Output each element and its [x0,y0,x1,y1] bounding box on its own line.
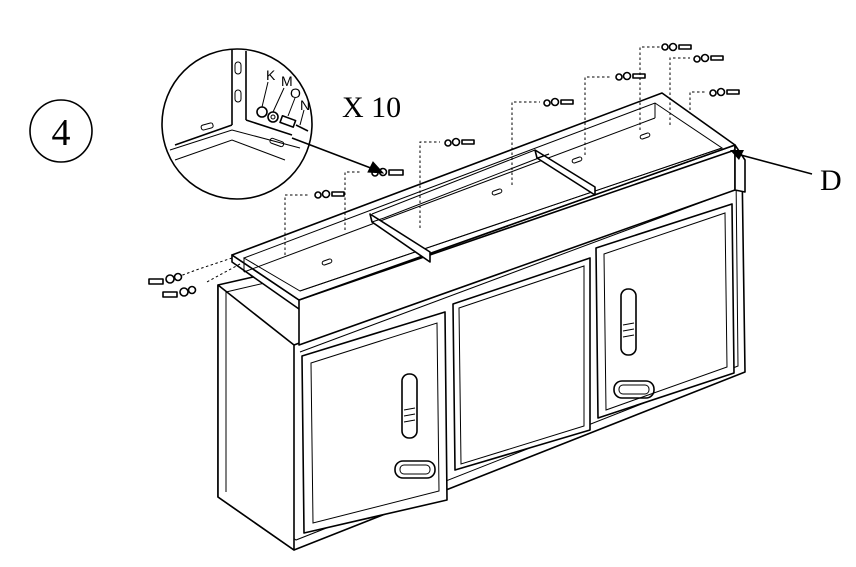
top-frame [231,92,746,346]
screw-set [639,42,740,130]
door-finger-pull [613,380,655,399]
screw-set [419,71,646,228]
screw-set [148,257,241,298]
callout-pointer [291,137,377,171]
part-label-n: N [300,97,310,113]
panel-d-label: D [730,150,842,197]
part-label-k: K [266,67,276,83]
frame-divider [369,213,431,263]
detail-callout: K M O N X 10 [161,48,401,200]
door-handle-slot [620,288,637,356]
step-badge: 4 [29,99,93,163]
screw-set [284,167,404,255]
door-finger-pull [394,460,436,479]
fasteners [148,42,740,298]
right-door [595,203,735,419]
step-circle [29,99,93,163]
detail-circle [161,48,313,200]
frame-divider [534,149,596,196]
cabinet-side [217,284,295,551]
center-panel [452,257,591,471]
quantity-label: X 10 [342,91,401,124]
left-door [301,311,448,534]
door-handle-slot [401,373,418,439]
panel-letter: D [820,164,842,197]
part-label-o: O [290,85,301,101]
step-number: 4 [52,112,71,154]
part-label-m: M [281,73,293,89]
